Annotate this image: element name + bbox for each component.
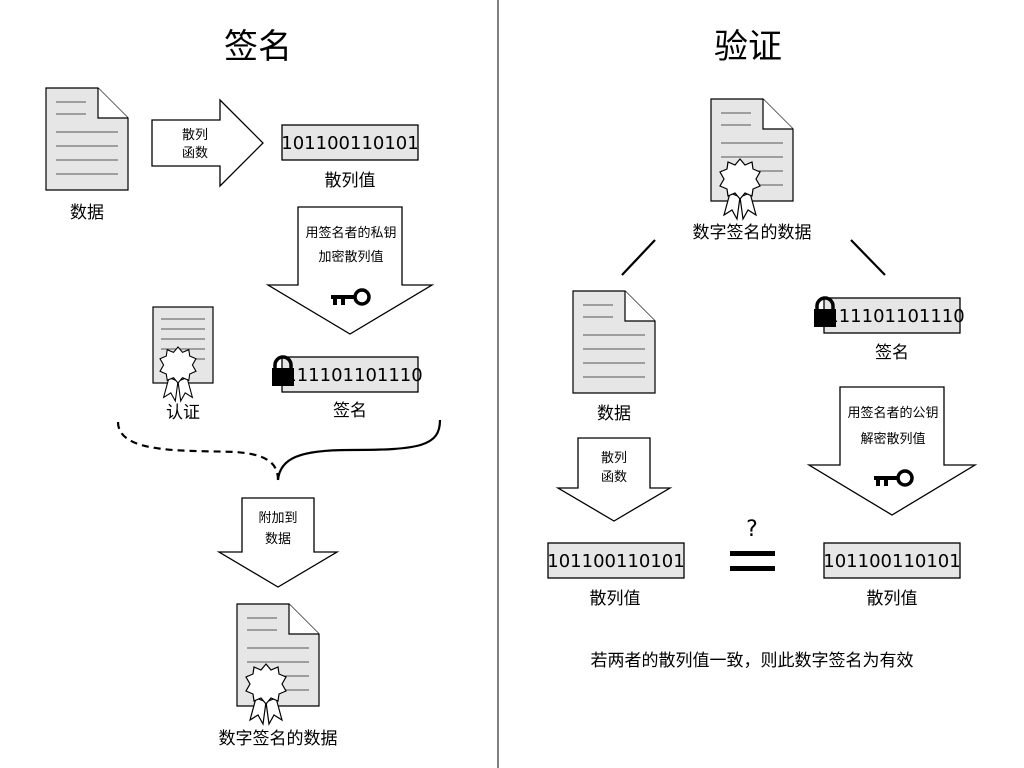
verify-signature-label: 签名 <box>875 343 909 363</box>
decrypt-line1: 用签名者的公钥 <box>847 405 938 421</box>
signature-box <box>281 356 419 393</box>
verify-left-hash-value: 101100110101 <box>547 551 684 572</box>
encrypt-arrow: 用签名者的私钥 加密散列值 <box>265 206 435 335</box>
sign-hash-value-label: 散列值 <box>325 171 376 191</box>
verify-right-hash-value: 101100110101 <box>823 551 960 572</box>
equals-icon <box>730 551 775 571</box>
merge-brace <box>116 419 442 481</box>
signed-document-icon <box>236 603 320 725</box>
hash-function-line2: 函数 <box>182 146 208 161</box>
hash-function-arrow: 散列 函数 <box>151 98 264 188</box>
certificate-label: 认证 <box>166 403 200 423</box>
certificate-icon <box>152 306 214 402</box>
verify-signature-value: 111101101110 <box>827 306 964 327</box>
sign-hash-value: 101100110101 <box>281 133 418 154</box>
verification-conclusion: 若两者的散列值一致，则此数字签名为有效 <box>591 651 914 671</box>
left-hash-box <box>547 542 685 579</box>
document-icon <box>572 290 656 394</box>
verify-panel-title: 验证 <box>714 27 782 67</box>
hash-value-box <box>281 124 419 161</box>
split-line-right <box>850 239 886 276</box>
sign-signature-value: 111101101110 <box>285 365 422 386</box>
signed-document-icon <box>710 98 794 220</box>
right-hash-box <box>823 542 961 579</box>
sign-panel-title: 签名 <box>224 27 292 67</box>
verify-hash-function-line2: 函数 <box>601 470 627 485</box>
sign-signature-label: 签名 <box>333 401 367 421</box>
encrypt-line2: 加密散列值 <box>318 249 383 265</box>
verify-signed-data-label: 数字签名的数据 <box>693 223 812 243</box>
compare-question-mark: ? <box>746 517 758 542</box>
decrypt-arrow: 用签名者的公钥 解密散列值 <box>806 386 978 516</box>
verify-left-hash-label: 散列值 <box>590 589 641 609</box>
encrypt-line1: 用签名者的私钥 <box>305 225 396 241</box>
verify-data-label: 数据 <box>597 404 631 424</box>
verify-hash-function-line1: 散列 <box>601 451 627 466</box>
sign-signed-data-label: 数字签名的数据 <box>219 729 338 749</box>
signature-box <box>823 297 961 334</box>
attach-arrow: 附加到 数据 <box>216 497 340 588</box>
hash-function-arrow: 散列 函数 <box>555 437 673 522</box>
decrypt-line2: 解密散列值 <box>860 431 925 447</box>
attach-line2: 数据 <box>265 532 291 547</box>
sign-data-label: 数据 <box>70 203 104 223</box>
split-line-left <box>621 239 656 276</box>
document-icon <box>45 87 129 191</box>
attach-line1: 附加到 <box>258 511 297 526</box>
verify-right-hash-label: 散列值 <box>867 589 918 609</box>
hash-function-line1: 散列 <box>182 128 208 143</box>
